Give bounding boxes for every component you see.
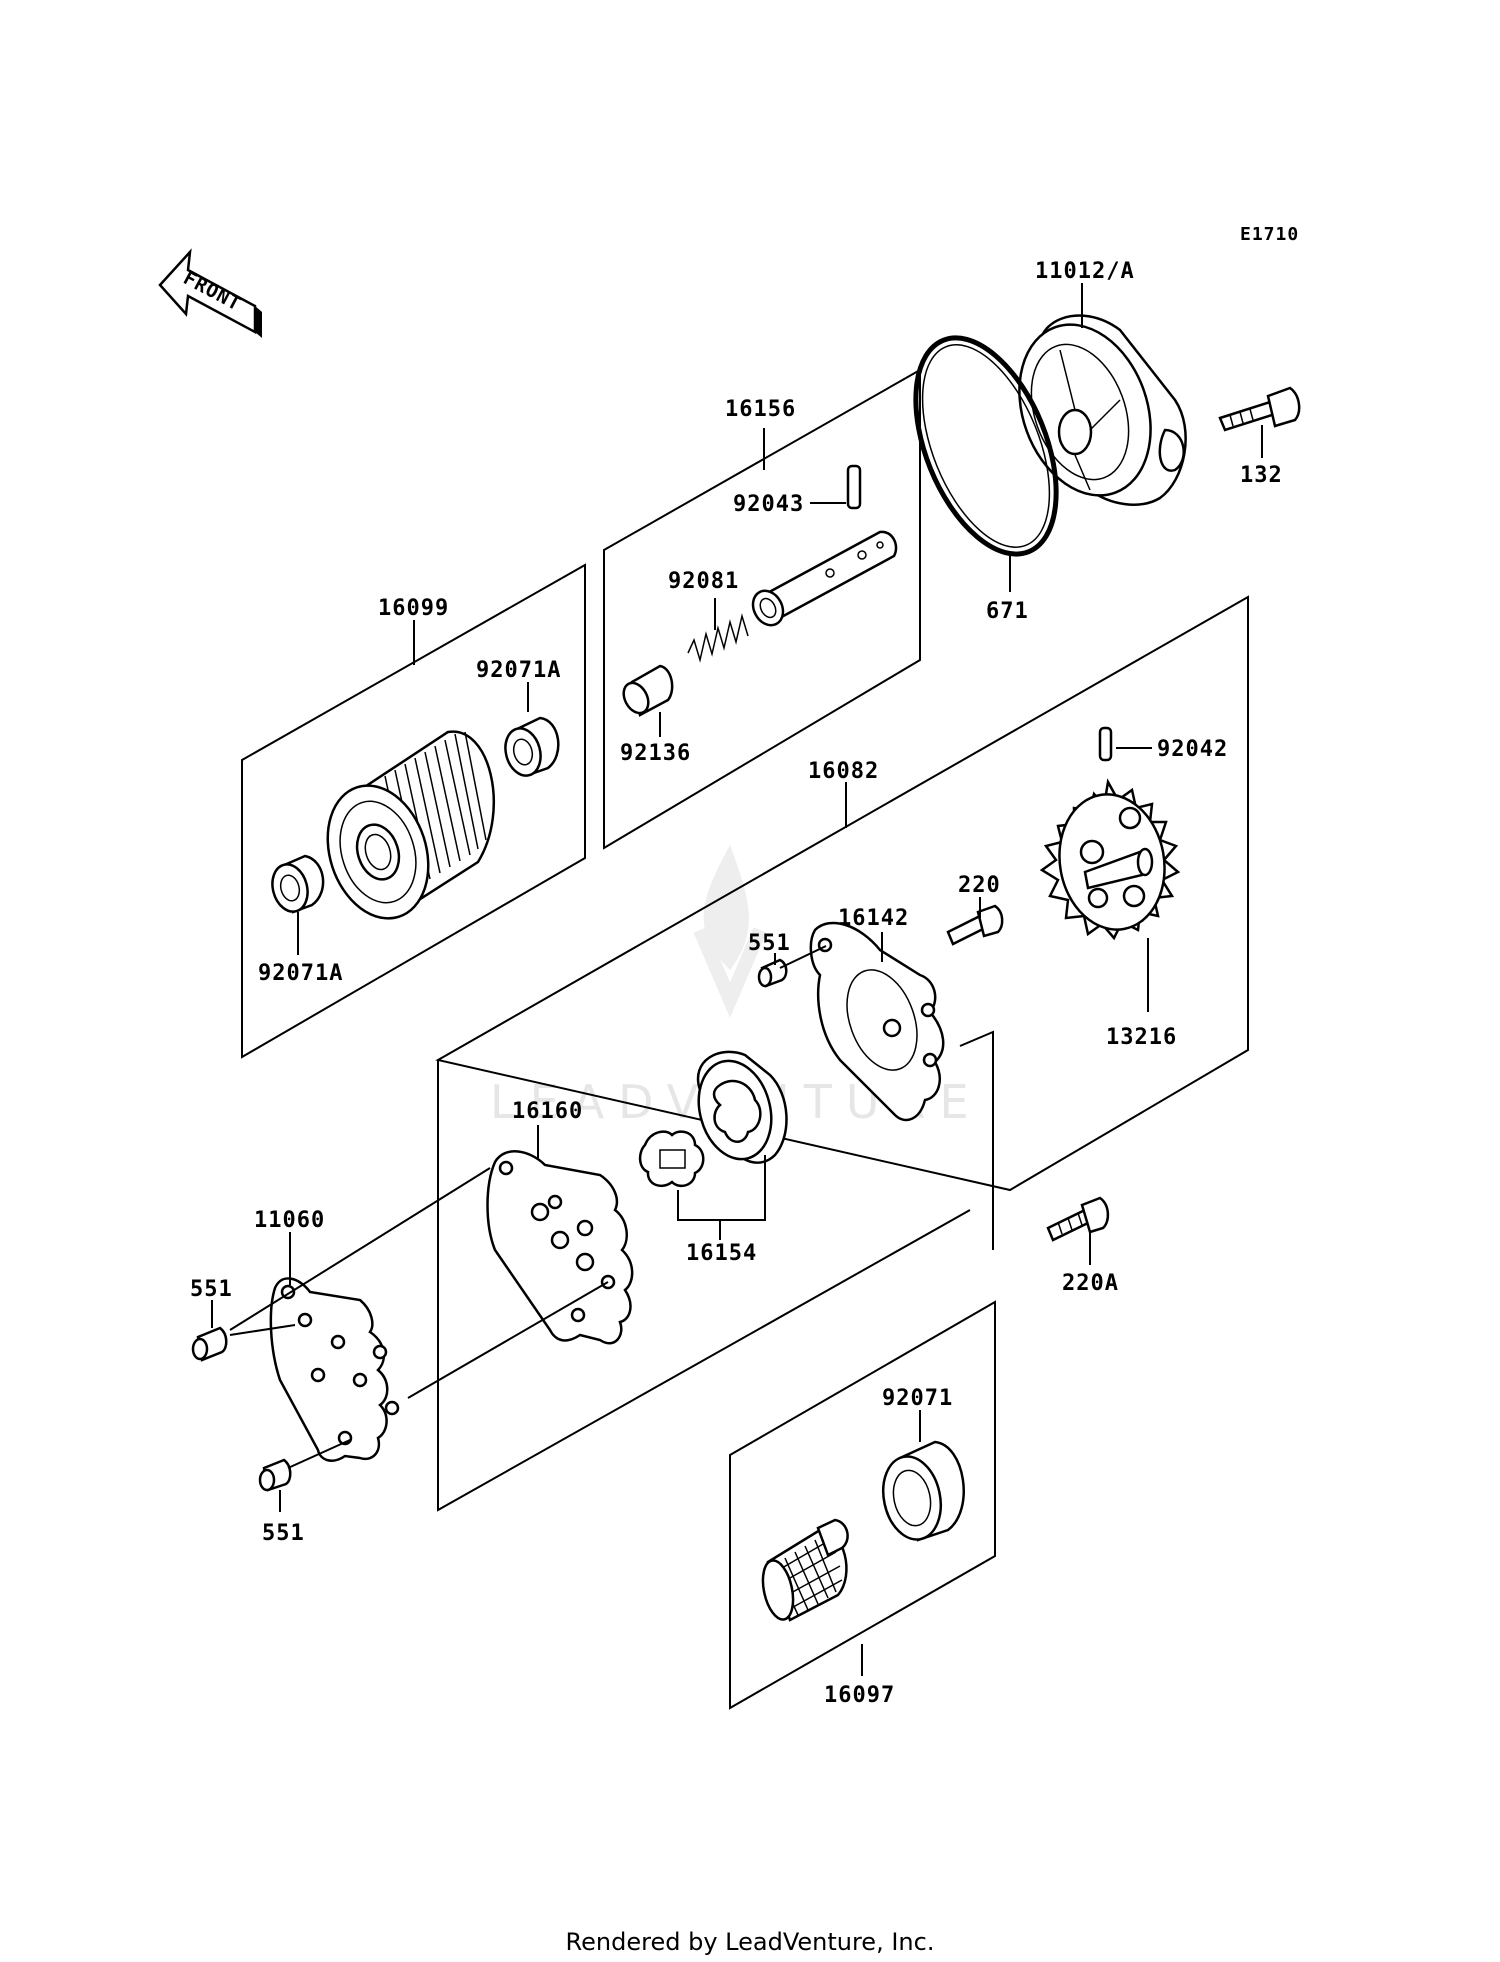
label-92071a-bottom: 92071A xyxy=(258,961,343,986)
dowel-551-left xyxy=(191,1326,228,1362)
oil-pump-kit-box-lower xyxy=(437,1060,971,1512)
dowel-551-bottom xyxy=(258,1458,292,1492)
label-92071: 92071 xyxy=(882,1386,953,1411)
bolt-220a-bracket xyxy=(959,1030,994,1250)
label-13216: 13216 xyxy=(1106,1025,1177,1050)
grommet-92071a-top xyxy=(504,716,560,777)
label-92136: 92136 xyxy=(620,741,691,766)
label-551-bottom: 551 xyxy=(262,1521,305,1546)
relief-valve-kit-box xyxy=(603,368,921,850)
pin-92042 xyxy=(1098,726,1113,762)
drive-gear xyxy=(1039,778,1181,941)
label-16142: 16142 xyxy=(838,906,909,931)
gasket-11060 xyxy=(269,1277,400,1462)
diagram-code: E1710 xyxy=(1240,224,1299,245)
label-220a: 220A xyxy=(1062,1271,1119,1296)
label-92042: 92042 xyxy=(1157,737,1228,762)
front-arrow-icon: FRONT xyxy=(158,248,262,338)
spring-92081 xyxy=(687,613,749,663)
oil-pump-cover xyxy=(1018,314,1187,506)
valve-piston-92136 xyxy=(622,664,674,717)
o-ring xyxy=(913,335,1059,557)
label-92071a-top: 92071A xyxy=(476,658,561,683)
label-11060: 11060 xyxy=(254,1208,325,1233)
inner-rotor xyxy=(638,1130,705,1188)
pump-housing xyxy=(809,921,945,1122)
label-551-mid: 551 xyxy=(748,931,791,956)
grommet-92071a-bottom xyxy=(271,854,325,914)
label-92043: 92043 xyxy=(733,492,804,517)
bolt-220a-icon xyxy=(1046,1196,1110,1242)
label-16160: 16160 xyxy=(512,1099,583,1124)
label-220: 220 xyxy=(958,873,1001,898)
oil-filter-element xyxy=(326,730,496,920)
label-16154: 16154 xyxy=(686,1241,757,1266)
bolt-220-icon xyxy=(946,904,1004,946)
pump-plate xyxy=(486,1150,634,1345)
label-16082: 16082 xyxy=(808,759,879,784)
oil-strainer-screen xyxy=(761,1518,849,1622)
label-671: 671 xyxy=(986,599,1029,624)
pin-92043 xyxy=(846,464,862,510)
label-11012a: 11012/A xyxy=(1035,259,1135,284)
strainer-kit-box xyxy=(729,1300,996,1710)
label-16097: 16097 xyxy=(824,1683,895,1708)
label-92081: 92081 xyxy=(668,569,739,594)
label-16099: 16099 xyxy=(378,596,449,621)
label-16156: 16156 xyxy=(725,397,796,422)
label-551-left: 551 xyxy=(190,1277,233,1302)
dowel-551-mid xyxy=(757,958,788,988)
oil-pump-kit-box xyxy=(435,595,1249,1192)
oil-filter-kit-box xyxy=(241,563,586,1059)
relief-valve-body xyxy=(751,530,898,627)
label-132: 132 xyxy=(1240,463,1283,488)
footer-text: Rendered by LeadVenture, Inc. xyxy=(566,1928,935,1956)
bolt-132-icon xyxy=(1218,386,1301,432)
outer-rotor xyxy=(696,1050,788,1164)
oil-seal-92071 xyxy=(882,1440,965,1542)
